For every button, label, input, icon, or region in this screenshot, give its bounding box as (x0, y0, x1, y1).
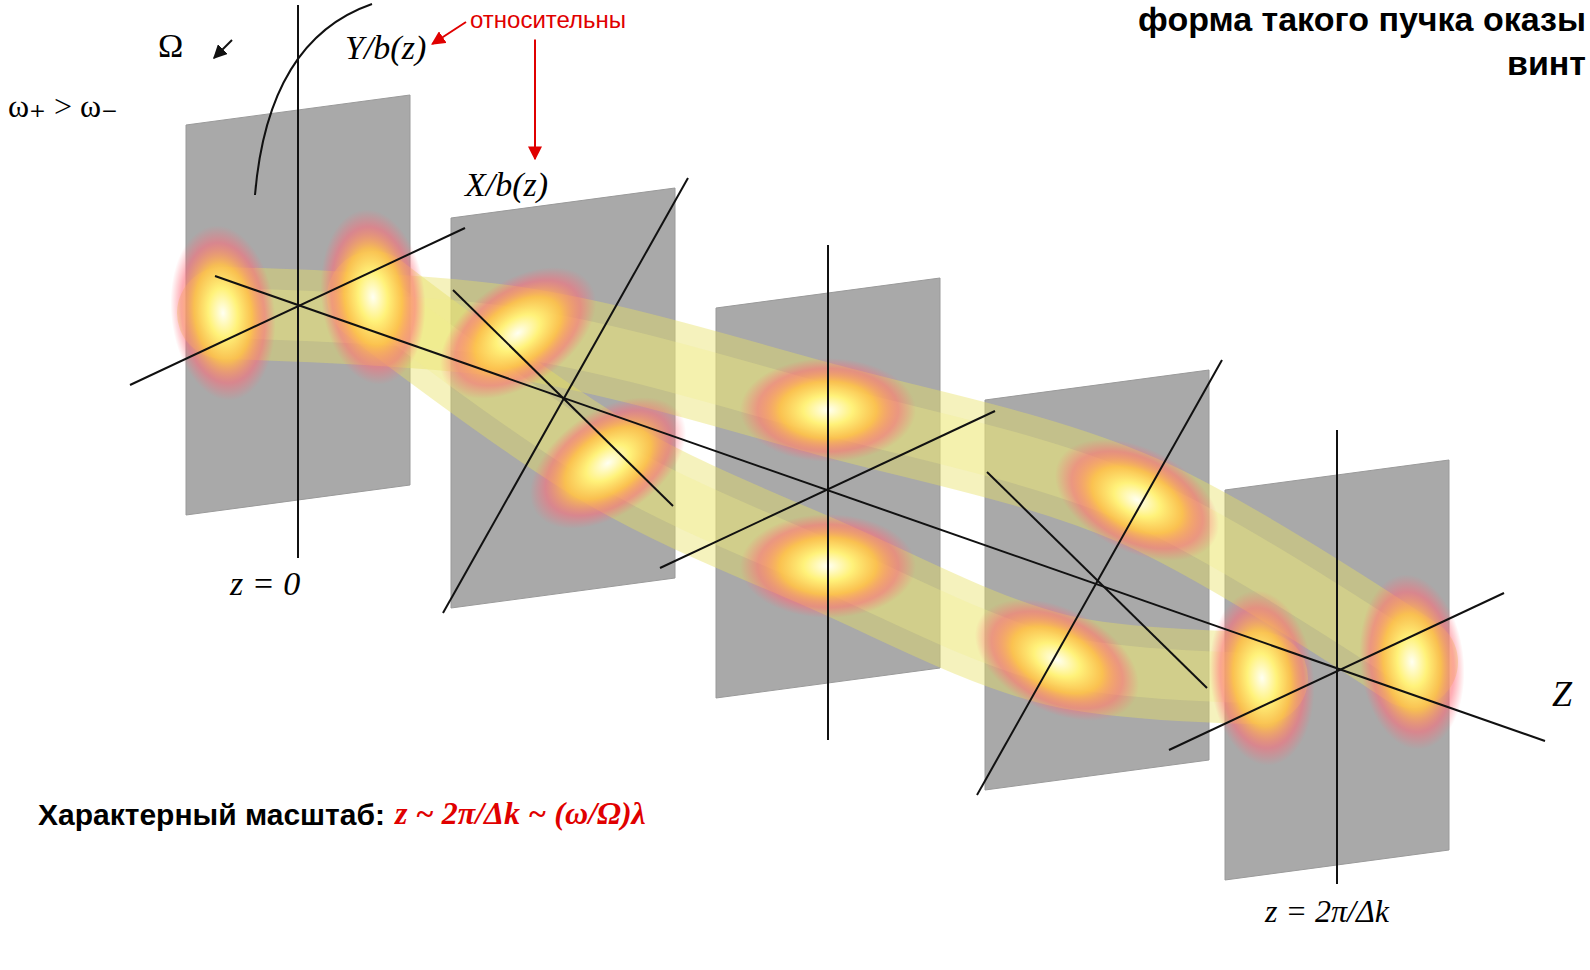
intensity-lobe (1351, 569, 1473, 755)
axis-label: X/b(z) (465, 165, 548, 204)
leader-arrow (432, 22, 466, 44)
intensity-lobe (955, 574, 1159, 746)
scale-formula: z ~ 2π/Δk ~ (ω/Ω)λ (395, 795, 646, 832)
intensity-lobe (312, 204, 434, 390)
intensity-lobe (1201, 585, 1323, 771)
intensity-lobe (1035, 414, 1239, 586)
coordinate-axis (1169, 593, 1504, 750)
plane-position: z = 2π/Δk (1265, 893, 1389, 930)
rotation-arrow (214, 40, 232, 58)
plane-position: z = 0 (230, 564, 300, 603)
coordinate-axis (215, 276, 1545, 741)
axis-label: Z (1552, 674, 1572, 715)
coordinate-axis (977, 360, 1222, 795)
intensity-lobe (162, 220, 284, 406)
coordinate-axis (660, 411, 995, 568)
axis-label: Y/b(z) (345, 28, 426, 67)
heading-fragment: форма такого пучка оказы (1138, 0, 1586, 39)
omega-symbol: Ω (158, 26, 183, 65)
scale-caption: Характерный масштаб: (38, 798, 385, 833)
red-note: относительны (470, 6, 626, 34)
coordinate-axis (1336, 430, 1338, 884)
coordinate-axis (827, 245, 829, 740)
coordinate-axis (987, 472, 1207, 688)
coordinate-axis (297, 5, 299, 558)
coordinate-axis (130, 228, 465, 385)
intensity-lobe (416, 240, 620, 426)
intensity-lobe (506, 370, 710, 556)
frequency-relation: ω₊ > ω₋ (8, 88, 118, 125)
coordinate-axis (443, 178, 688, 613)
coordinate-axis (453, 290, 673, 506)
note-leaders (432, 22, 535, 159)
heading-fragment: винт (1507, 44, 1586, 83)
leader-arrow (534, 40, 536, 159)
axes (130, 5, 1545, 884)
